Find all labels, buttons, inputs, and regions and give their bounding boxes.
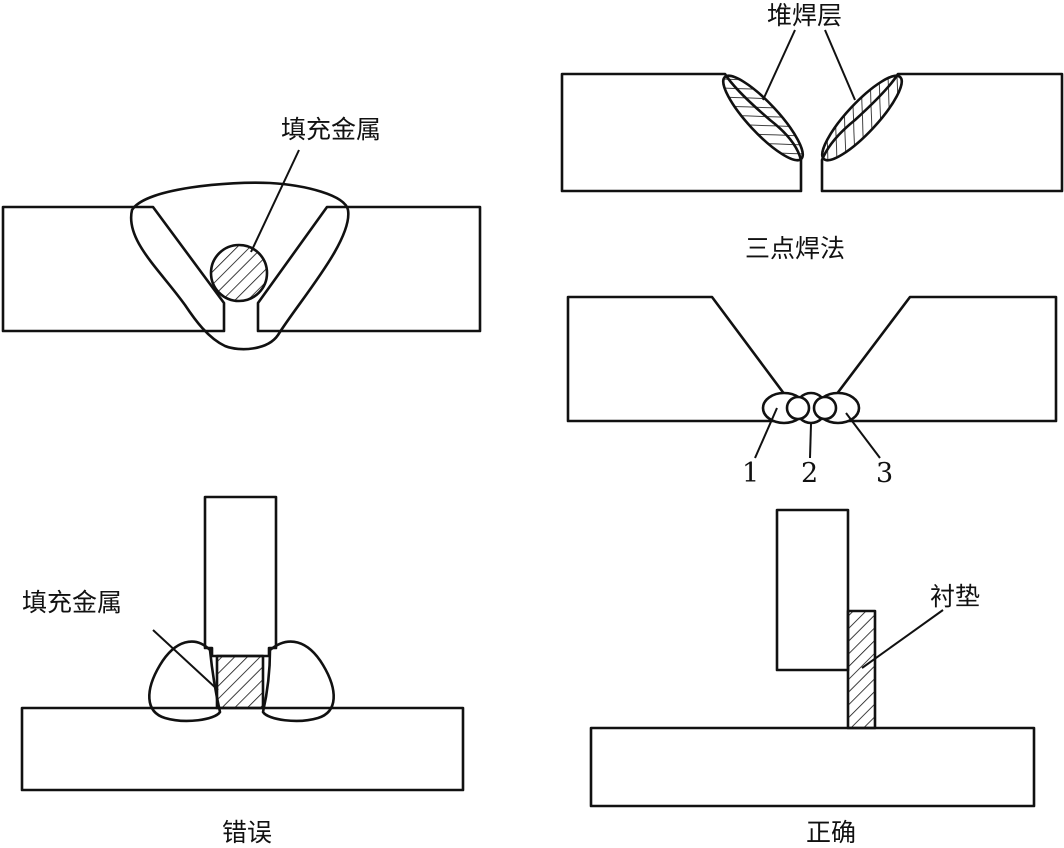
diagram-three-point (566, 295, 1058, 459)
right-weld-bead (261, 640, 335, 723)
bead-3-core (812, 395, 838, 421)
filler-rod (209, 243, 269, 303)
base-plate (20, 706, 465, 792)
diagram-correct (589, 508, 1036, 808)
correct-caption: 正确 (806, 818, 857, 847)
wrong-caption: 错误 (222, 818, 273, 847)
filler-metal-label-top: 填充金属 (281, 115, 382, 144)
leader-2 (809, 423, 812, 459)
base-plate (589, 726, 1036, 808)
backing-strip (846, 609, 877, 730)
left-surfacing-bead (721, 74, 805, 162)
bead-label-1: 1 (742, 458, 760, 489)
diagram-surfacing-layer (560, 29, 1064, 193)
bead-label-2: 2 (801, 458, 819, 489)
right-plate (834, 295, 1058, 423)
right-plate (256, 205, 482, 333)
upright-plate (203, 495, 278, 658)
filler-leader-line (152, 629, 219, 691)
right-surfacing-bead (820, 74, 904, 162)
filler-leader-line (250, 149, 300, 253)
left-plate (1, 205, 226, 333)
leader-3 (845, 412, 881, 459)
left-plate (566, 295, 787, 423)
left-weld-bead (148, 640, 222, 723)
backing-label: 衬垫 (930, 582, 981, 611)
filler-metal-label-bottom: 填充金属 (22, 588, 123, 617)
filler-block (215, 654, 265, 710)
weld-outline (129, 181, 350, 351)
backing-leader-line (861, 609, 944, 669)
bead-label-3: 3 (876, 458, 894, 489)
leader-1 (754, 407, 778, 459)
bead-1-core (785, 395, 811, 421)
diagram-wrong (20, 495, 465, 792)
three-point-caption: 三点焊法 (745, 234, 846, 263)
leader-line-right (824, 29, 856, 101)
upright-plate (775, 508, 850, 672)
leader-line-left (762, 29, 796, 101)
diagram-filler-groove (1, 149, 482, 351)
surfacing-layer-label: 堆焊层 (767, 1, 843, 30)
